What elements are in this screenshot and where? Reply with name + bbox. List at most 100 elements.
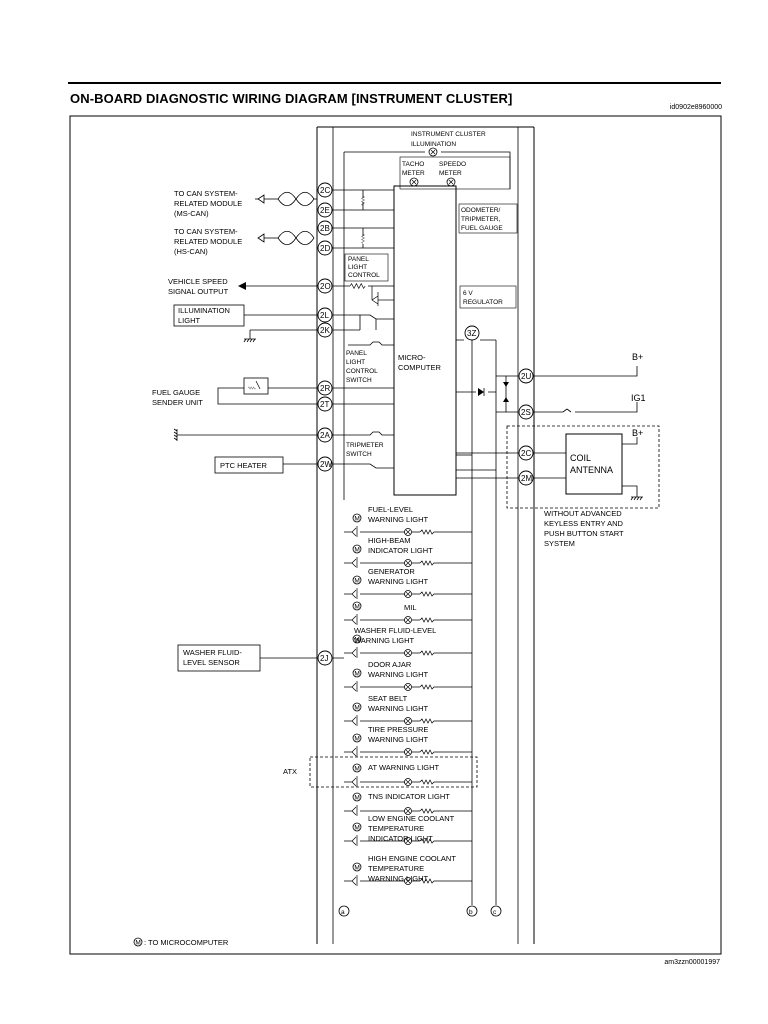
washer-sensor-label-1: WASHER FLUID- (183, 648, 242, 657)
pin-p2J: 2J (317, 650, 333, 666)
microcomputer-icon: M (352, 513, 362, 523)
document-code: id0902e8960000 (669, 104, 722, 111)
vss-label-1: VEHICLE SPEED (168, 277, 228, 286)
microcomputer-icon: M (352, 601, 362, 611)
panel-light-label-2: LIGHT (348, 264, 367, 271)
odometer-label-1: ODOMETER/ (461, 207, 501, 214)
lamp-icon (404, 717, 412, 725)
hs-can-label-3: (HS-CAN) (174, 247, 208, 256)
pin-p2C_coil: 2C (518, 445, 534, 461)
pin-p3Z: 3Z (464, 325, 480, 341)
panel-switch-label-4: SWITCH (346, 377, 372, 384)
odometer-label-2: TRIPMETER, (461, 216, 501, 223)
pin-label: 2R (320, 384, 330, 393)
microcomputer-icon: M (352, 862, 362, 872)
node-c-label: c (493, 909, 497, 916)
tacho-lamp-icon (409, 177, 419, 187)
pin-label: 2S (521, 408, 531, 417)
keyless-dashed-box (506, 425, 660, 509)
warning-light-label: LOW ENGINE COOLANT (368, 814, 455, 823)
panel-switch-label-1: PANEL (346, 350, 367, 357)
illumination-label-1: INSTRUMENT CLUSTER (411, 131, 486, 138)
fuel-sender-box (243, 377, 269, 395)
warning-light-label: WARNING LIGHT (368, 577, 429, 586)
warning-light-label: TNS INDICATOR LIGHT (368, 792, 450, 801)
lamp-icon (404, 748, 412, 756)
svg-text:M: M (354, 547, 359, 554)
pin-label: 2E (320, 206, 330, 215)
illumination-light-label-2: LIGHT (178, 316, 201, 325)
pin-p2M: 2M (518, 470, 534, 486)
lamp-icon (404, 559, 412, 567)
tacho-label-2: METER (402, 170, 425, 177)
svg-text:M: M (354, 825, 359, 832)
regulator-box (459, 285, 517, 309)
bplus-label-1: B+ (632, 352, 643, 362)
microcomputer-icon: M (352, 575, 362, 585)
svg-text:M: M (354, 604, 359, 611)
odometer-label-3: FUEL GAUGE (461, 225, 503, 232)
panel-light-label-3: CONTROL (348, 272, 380, 279)
warning-light-label: INDICATOR LIGHT (368, 546, 433, 555)
odometer-box (458, 203, 518, 234)
hs-can-label-2: RELATED MODULE (174, 237, 242, 246)
warning-light-label: INDICATOR LIGHT (368, 834, 433, 843)
warning-light-label: DOOR AJAR (368, 660, 412, 669)
pin-label: 2T (320, 400, 329, 409)
microcomputer-box (393, 185, 457, 496)
warning-light-label: WARNING LIGHT (368, 704, 429, 713)
ms-can-label-2: RELATED MODULE (174, 199, 242, 208)
pin-p2C_top: 2C (317, 182, 333, 198)
svg-text:M: M (354, 516, 359, 523)
pin-label: 3Z (467, 329, 476, 338)
atx-dashed-box (309, 756, 478, 788)
tacho-label-1: TACHO (402, 161, 424, 168)
panel-switch-label-2: LIGHT (346, 359, 365, 366)
warning-light-label: SEAT BELT (368, 694, 408, 703)
pin-label: 2A (320, 431, 330, 440)
illumination-light-label-1: ILLUMINATION (178, 306, 230, 315)
svg-text:M: M (354, 865, 359, 872)
microcomputer-label-2: COMPUTER (398, 363, 442, 372)
speedo-label-1: SPEEDO (439, 161, 466, 168)
coil-antenna-label-2: ANTENNA (570, 465, 613, 475)
pin-p2E: 2E (317, 202, 333, 218)
pin-p2W: 2W (317, 456, 333, 472)
microcomputer-icon: M (352, 544, 362, 554)
speedo-label-2: METER (439, 170, 462, 177)
lamp-icon (404, 807, 412, 815)
microcomputer-icon: M (352, 733, 362, 743)
pin-p2A: 2A (317, 427, 333, 443)
fuel-sender-label-1: FUEL GAUGE (152, 388, 200, 397)
pin-label: 2C (521, 449, 531, 458)
page-title: ON-BOARD DIAGNOSTIC WIRING DIAGRAM [INST… (70, 91, 513, 106)
lamp-icon (404, 683, 412, 691)
illumination-light-box (173, 304, 245, 327)
pin-p2O: 2O (317, 278, 333, 294)
svg-text:M: M (354, 671, 359, 678)
pin-p2L: 2L (317, 307, 333, 323)
microcomputer-icon: M (352, 763, 362, 773)
pin-label: 2O (320, 282, 331, 291)
warning-light-label: WARNING LIGHT (368, 874, 429, 883)
pin-label: 2J (320, 654, 328, 663)
keyless-label-2: KEYLESS ENTRY AND (544, 519, 624, 528)
hs-can-label-1: TO CAN SYSTEM- (174, 227, 238, 236)
lamp-icon (404, 837, 412, 845)
microcomputer-icon: M (352, 702, 362, 712)
ms-can-twisted-pair (255, 191, 317, 207)
keyless-label-3: PUSH BUTTON START (544, 529, 624, 538)
ground-icon (630, 493, 644, 501)
svg-text:M: M (354, 578, 359, 585)
warning-light-label: AT WARNING LIGHT (368, 763, 440, 772)
ground-icon (243, 335, 257, 343)
